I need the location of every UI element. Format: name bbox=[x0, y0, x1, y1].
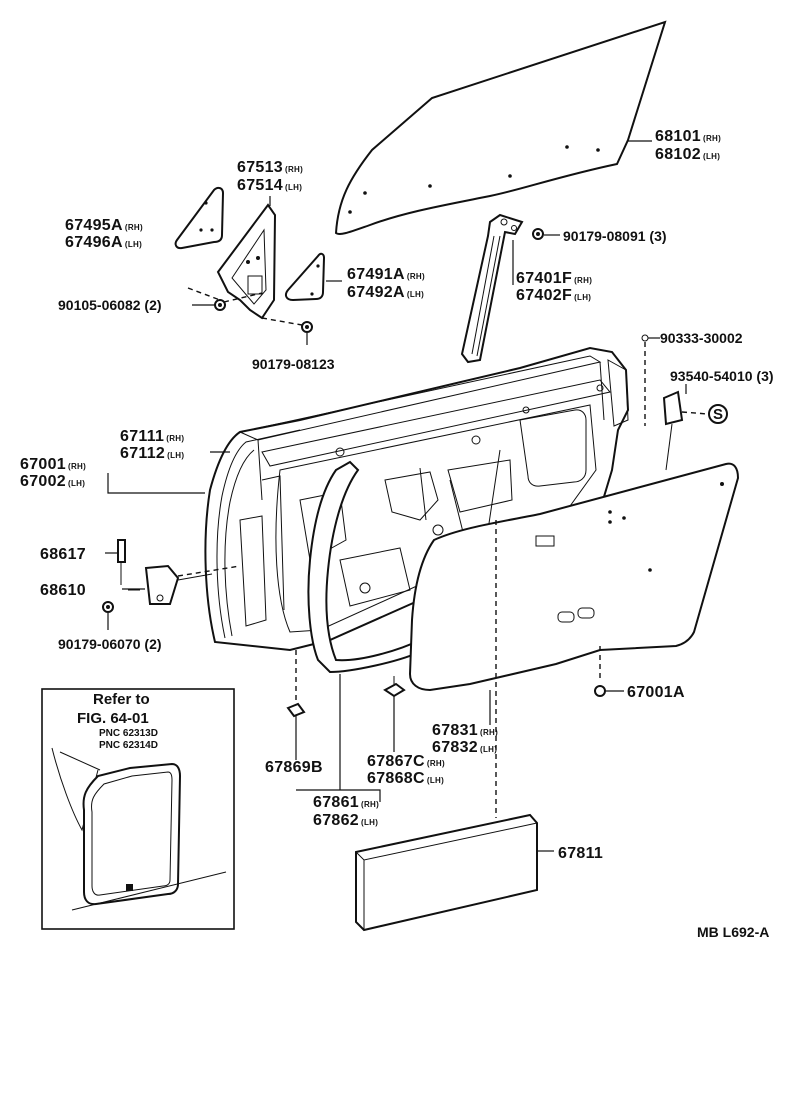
label-90179-08123: 90179-08123 bbox=[252, 356, 335, 372]
label-90179-06070: 90179-06070 (2) bbox=[58, 636, 162, 652]
bolt-90179-06070 bbox=[102, 601, 114, 630]
leader-brackets bbox=[107, 473, 381, 802]
label-67112: 67112(LH) bbox=[120, 445, 184, 462]
label-67001: 67001(RH) bbox=[20, 456, 86, 473]
inset-reference: Refer to FIG. 64-01 PNC 62313D PNC 62314… bbox=[41, 688, 235, 930]
inner-rail-93540 bbox=[641, 334, 728, 471]
quarter-glass-67495A bbox=[174, 186, 225, 250]
label-67495A: 67495A(RH) bbox=[65, 217, 143, 234]
label-68101: 68101(RH) bbox=[655, 128, 721, 145]
inset-pnc1: PNC 62313D bbox=[99, 728, 158, 739]
label-67492A: 67492A(LH) bbox=[347, 284, 424, 301]
clip-67001A bbox=[594, 685, 624, 697]
label-90179-08091: 90179-08091 (3) bbox=[563, 228, 667, 244]
screw-90105-06082 bbox=[187, 287, 263, 311]
clip-67869B bbox=[286, 650, 306, 760]
label-67869B: 67869B bbox=[265, 759, 323, 776]
label-67867C: 67867C(RH) bbox=[367, 753, 445, 770]
label-67513: 67513(RH) bbox=[237, 159, 303, 176]
label-90333-30002: 90333-30002 bbox=[660, 330, 743, 346]
division-bar-67513 bbox=[216, 196, 277, 320]
door-glass bbox=[334, 20, 667, 235]
diagram-code: MB L692-A bbox=[697, 924, 769, 940]
label-67496A: 67496A(LH) bbox=[65, 234, 142, 251]
label-67831: 67831(RH) bbox=[432, 722, 498, 739]
label-67868C: 67868C(LH) bbox=[367, 770, 444, 787]
label-67832: 67832(LH) bbox=[432, 739, 497, 756]
label-s-mark: S bbox=[713, 406, 723, 423]
label-67861: 67861(RH) bbox=[313, 794, 379, 811]
door-check-68610 bbox=[122, 564, 241, 605]
service-hole-cover bbox=[355, 813, 554, 932]
label-68617: 68617 bbox=[40, 546, 86, 563]
quarter-glass-67491A bbox=[284, 252, 342, 302]
label-67491A: 67491A(RH) bbox=[347, 266, 425, 283]
inset-refer-to: Refer to bbox=[93, 691, 150, 708]
label-68102: 68102(LH) bbox=[655, 146, 720, 163]
label-67811: 67811 bbox=[558, 845, 603, 862]
label-67862: 67862(LH) bbox=[313, 812, 378, 829]
window-regulator bbox=[460, 213, 524, 364]
part-labels: 68101(RH) 68102(LH) 90179-08091 (3) 6751… bbox=[20, 128, 774, 940]
label-90105-06082: 90105-06082 (2) bbox=[58, 297, 162, 313]
label-67401F: 67401F(RH) bbox=[516, 270, 592, 287]
bolt-90179-08091 bbox=[532, 228, 560, 240]
bolt-90179-08123 bbox=[261, 317, 313, 345]
label-67001A: 67001A bbox=[627, 684, 685, 701]
label-68610: 68610 bbox=[40, 582, 86, 599]
inset-pnc2: PNC 62314D bbox=[99, 740, 158, 751]
pin-68617 bbox=[105, 539, 126, 585]
clip-67867C bbox=[383, 676, 406, 752]
label-67514: 67514(LH) bbox=[237, 177, 302, 194]
label-67111: 67111(RH) bbox=[120, 428, 184, 445]
label-67002: 67002(LH) bbox=[20, 473, 85, 490]
label-67402F: 67402F(LH) bbox=[516, 287, 591, 304]
label-93540-54010: 93540-54010 (3) bbox=[670, 368, 774, 384]
inset-fig: FIG. 64-01 bbox=[77, 710, 149, 727]
door-trim-panel bbox=[408, 462, 740, 725]
